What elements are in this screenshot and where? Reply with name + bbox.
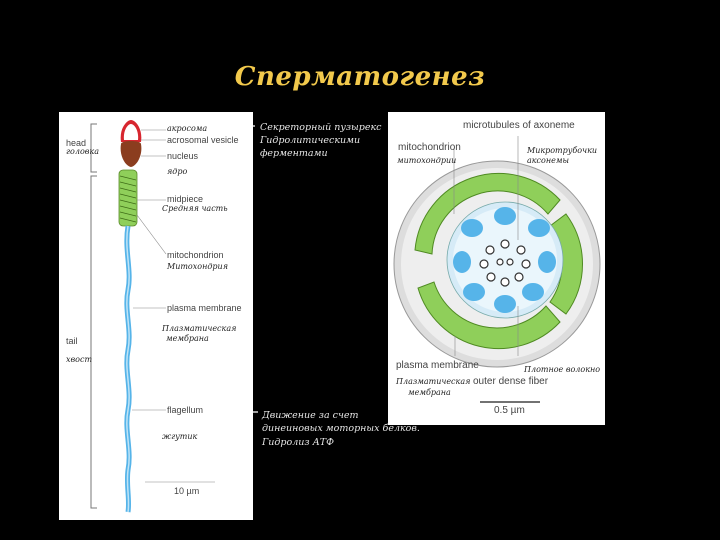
label-plasma-membrane-right: plasma membrane (396, 360, 479, 371)
arrow-flagellum (222, 407, 258, 417)
note-movement-2: динеиновых моторных белков. (262, 423, 420, 434)
label-nucleus-ru: ядро (167, 167, 188, 176)
label-mitochondrion-right-ru: митохондрии (397, 156, 457, 165)
label-plasma-membrane-right-ru-2: мембрана (408, 388, 451, 397)
label-mitochondrion-right: mitochondrion (398, 142, 461, 153)
head-bracket (90, 123, 97, 173)
midpiece-spiral (119, 175, 137, 223)
label-acrosome-ru: акросома (167, 124, 208, 133)
page-title: Сперматогенез (234, 62, 486, 92)
label-outer-dense-fiber-ru: Плотное волокно (524, 365, 601, 374)
label-acrosomal-vesicle: acrosomal vesicle (167, 135, 239, 145)
label-plasma-membrane-ru-1: Плазматическая (162, 324, 237, 333)
scale-label-left: 10 µm (174, 486, 200, 496)
note-secretory-1: Секреторный пузырекс (260, 122, 382, 133)
note-secretory-2: Гидролитическими (260, 135, 361, 146)
label-nucleus: nucleus (167, 151, 199, 161)
label-flagellum-ru: жгутик (162, 432, 198, 441)
label-microtubules-ru-2: аксонемы (527, 156, 569, 165)
midpiece-shape (118, 169, 138, 227)
note-secretory-3: ферментами (260, 148, 328, 159)
scale-label-right: 0.5 µm (494, 405, 525, 416)
label-outer-dense-fiber: outer dense fiber (473, 376, 549, 387)
acrosome-inner (123, 124, 139, 140)
label-plasma-membrane-ru-2: мембрана (166, 334, 209, 343)
nucleus-shape (120, 141, 142, 167)
tail-bracket (90, 175, 97, 509)
label-tail-ru: хвост (66, 355, 93, 364)
note-movement-1: Движение за счет (262, 410, 359, 421)
label-tail: tail (66, 336, 78, 346)
label-head: head (66, 138, 87, 148)
cross-section (393, 136, 601, 403)
label-head-ru: головка (66, 147, 99, 156)
label-mitochondrion-ru: Митохондрия (167, 262, 228, 271)
label-midpiece: midpiece (167, 194, 204, 204)
label-plasma-membrane: plasma membrane (167, 303, 242, 313)
label-mitochondrion: mitochondrion (167, 250, 224, 260)
label-midpiece-ru: Средняя часть (162, 204, 228, 213)
label-microtubules: microtubules of axoneme (463, 120, 575, 131)
arrow-acrosome (220, 121, 255, 131)
label-microtubules-ru-1: Микротрубочки (527, 146, 598, 155)
label-plasma-membrane-right-ru-1: Плазматическая (396, 377, 471, 386)
label-flagellum: flagellum (167, 405, 204, 415)
note-movement-3: Гидролиз АТФ (262, 437, 335, 448)
